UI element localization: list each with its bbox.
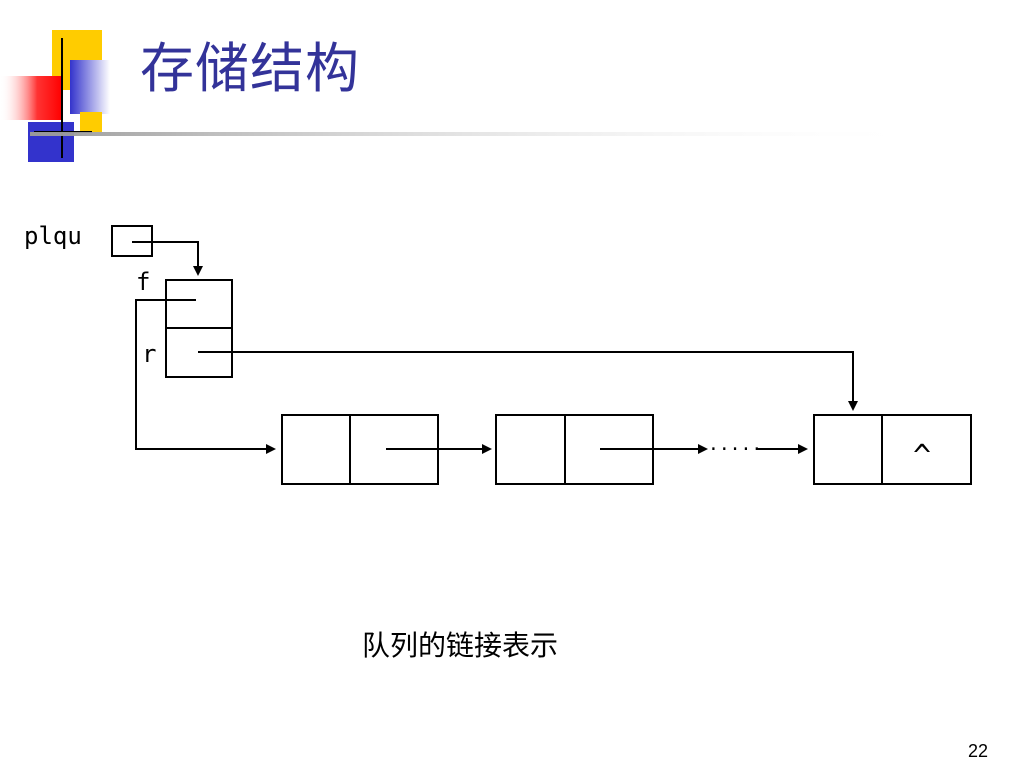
ellipsis: ····· [708, 439, 762, 460]
queue-node-tail [813, 414, 972, 485]
deco-yellow-small [80, 112, 102, 132]
rear-pointer-arrow [198, 351, 858, 411]
page-number: 22 [968, 741, 989, 761]
rear-label: r [142, 340, 156, 368]
front-label: f [136, 268, 150, 296]
diagram-caption: 队列的链接表示 [362, 629, 559, 662]
null-symbol: ^ [913, 439, 931, 474]
deco-red-gradient [0, 76, 62, 120]
title-underline [30, 132, 930, 136]
pointer-label-plqu: plqu [24, 222, 82, 250]
plqu-to-queue-arrow [132, 241, 203, 276]
deco-blue-square [70, 60, 110, 114]
front-pointer-arrow [135, 299, 276, 454]
slide-title: 存储结构 [140, 37, 360, 100]
deco-blue-bottom [28, 122, 74, 162]
